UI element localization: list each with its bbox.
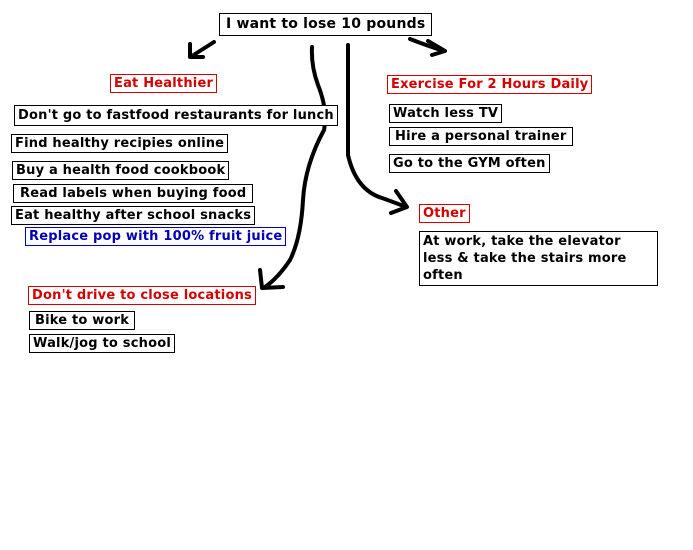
eat-item-2: Find healthy recipies online <box>11 134 229 153</box>
dont-drive-heading: Don't drive to close locations <box>28 286 256 305</box>
arrowhead-dont-drive <box>258 268 285 290</box>
exercise-item-2: Hire a personal trainer <box>389 127 573 146</box>
arrowhead-other <box>389 189 409 215</box>
eat-highlight-item: Replace pop with 100% fruit juice <box>25 227 287 246</box>
exercise-item-3: Go to the GYM often <box>389 154 550 173</box>
drive-item-2: Walk/jog to school <box>29 334 176 353</box>
eat-item-4: Read labels when buying food <box>13 184 254 203</box>
other-heading: Other <box>419 204 470 223</box>
arrow-to-dont-drive <box>263 45 328 289</box>
arrow-to-eat-healthier <box>190 40 216 58</box>
eat-item-1: Don't go to fastfood restaurants for lun… <box>14 105 338 126</box>
exercise-item-1: Watch less TV <box>389 104 503 123</box>
other-item-1: At work, take the elevator less & take t… <box>419 231 658 286</box>
root-goal-box: I want to lose 10 pounds <box>219 13 433 36</box>
eat-healthier-heading: Eat Healthier <box>110 74 218 93</box>
arrow-to-other <box>346 43 408 209</box>
eat-item-5: Eat healthy after school snacks <box>11 206 256 225</box>
drive-item-1: Bike to work <box>29 311 136 330</box>
arrowhead-eat-healthier <box>188 42 205 59</box>
exercise-heading: Exercise For 2 Hours Daily <box>387 75 593 94</box>
arrowhead-exercise <box>426 39 447 57</box>
eat-item-3: Buy a health food cookbook <box>12 161 230 180</box>
